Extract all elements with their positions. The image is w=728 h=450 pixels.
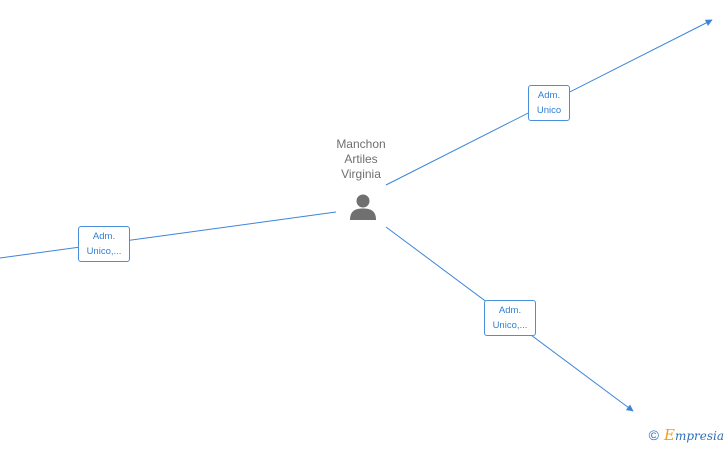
relation-label-line2: Unico,... <box>492 320 528 331</box>
empresia-logo[interactable]: © Empresia <box>649 426 724 444</box>
relation-label-line1: Adm. <box>92 231 116 242</box>
person-name[interactable]: Manchon Artiles Virginia <box>336 137 386 181</box>
relation-label-adm-unico-bottom[interactable]: Adm. Unico,... <box>484 300 536 336</box>
relation-label-line1: Adm. <box>537 90 561 101</box>
edge-to-company-left <box>0 211 337 259</box>
relation-label-line2: Unico <box>536 105 562 116</box>
brand-name: Empresia <box>664 426 724 444</box>
relation-label-line2: Unico,... <box>86 246 122 257</box>
person-icon[interactable] <box>348 192 378 222</box>
relation-label-adm-unico-left[interactable]: Adm. Unico,... <box>78 226 130 262</box>
copyright-icon: © <box>648 427 659 443</box>
relation-label-line1: Adm. <box>498 305 522 316</box>
relation-label-adm-unico[interactable]: Adm. Unico <box>528 85 570 121</box>
brand-rest: mpresia <box>674 429 724 443</box>
brand-first-letter: E <box>663 426 675 444</box>
